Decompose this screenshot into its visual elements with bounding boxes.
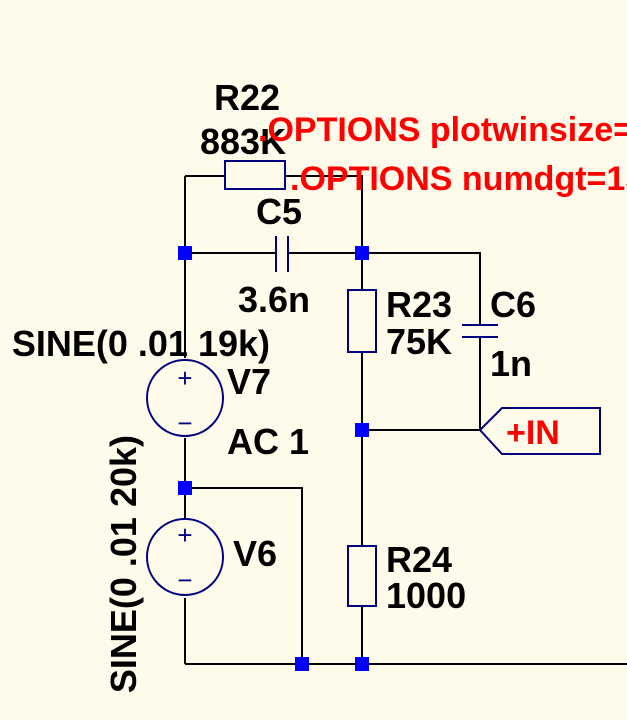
junction	[178, 481, 192, 495]
v7-ac-label: AC 1	[227, 421, 309, 462]
c6-ref-label: C6	[490, 284, 536, 325]
net-flag-in-plus-label: +IN	[506, 414, 560, 452]
wire-c5-right[interactable]	[288, 252, 481, 325]
v6-minus-symbol: −	[177, 565, 192, 595]
r22-ref-label: R22	[214, 77, 280, 118]
capacitor-c5[interactable]	[275, 236, 289, 272]
v6-plus-symbol: +	[177, 520, 192, 550]
v7-value-label: SINE(0 .01 19k)	[12, 323, 270, 364]
resistor-r24[interactable]	[347, 545, 377, 607]
junction	[295, 657, 309, 671]
junction	[178, 246, 192, 260]
junction	[355, 246, 369, 260]
wire-v6-tap[interactable]	[185, 487, 303, 664]
junction	[355, 423, 369, 437]
resistor-r23[interactable]	[347, 289, 377, 353]
spice-directive-plotwinsize[interactable]: .OPTIONS plotwinsize=0	[258, 111, 627, 149]
wires	[184, 175, 627, 665]
spice-directive-numdgt[interactable]: .OPTIONS numdgt=15	[290, 160, 627, 198]
r24-value-label: 1000	[386, 575, 466, 616]
capacitor-c6[interactable]	[462, 324, 498, 338]
voltage-source-v7[interactable]: + −	[146, 359, 224, 438]
v7-plus-symbol: +	[177, 363, 192, 393]
c5-value-label: 3.6n	[238, 279, 310, 320]
r22-value-label: 883K	[200, 121, 286, 162]
v7-minus-symbol: −	[177, 408, 192, 438]
wire-top-right[interactable]	[285, 175, 363, 253]
v7-ref-label: V7	[227, 361, 271, 402]
v6-value-label: SINE(0 .01 20k)	[103, 435, 144, 693]
v6-ref-label: V6	[233, 533, 277, 574]
voltage-source-v6[interactable]: + −	[146, 518, 224, 596]
r23-ref-label: R23	[386, 284, 452, 325]
c5-ref-label: C5	[256, 191, 302, 232]
r23-value-label: 75K	[386, 321, 452, 362]
resistor-r22[interactable]	[224, 160, 286, 190]
wire-top-left[interactable]	[184, 175, 225, 253]
net-flag-in-plus[interactable]: +IN	[478, 407, 601, 455]
junctions	[178, 246, 369, 671]
r24-ref-label: R24	[386, 539, 452, 580]
junction	[355, 657, 369, 671]
c6-value-label: 1n	[490, 343, 532, 384]
